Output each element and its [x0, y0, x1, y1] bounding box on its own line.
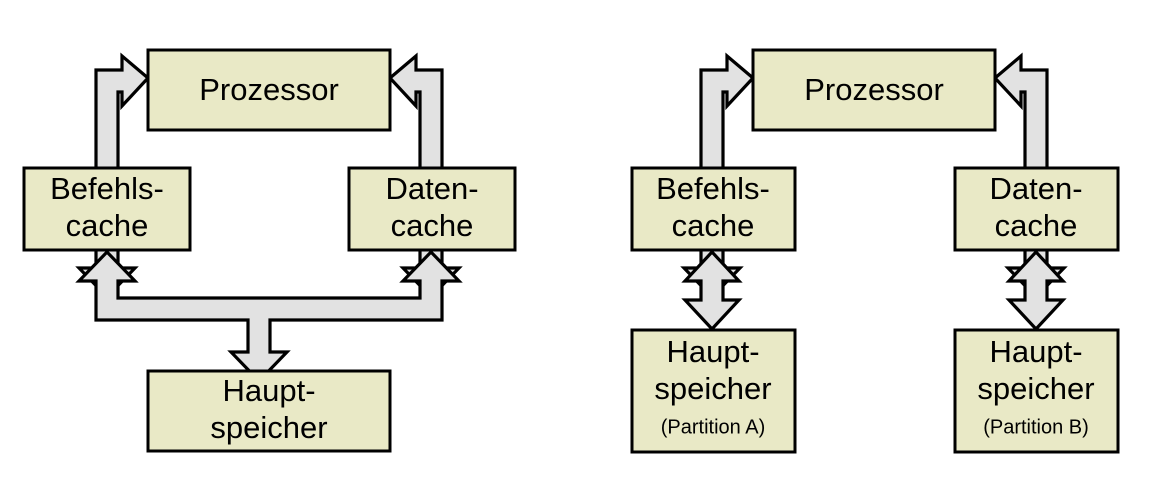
- node-data-cache-right: Daten- cache: [953, 166, 1120, 252]
- node-main-memory-left-box: [146, 369, 392, 453]
- node-processor-right-box: [751, 48, 997, 132]
- node-processor-left-label: Prozessor: [199, 72, 339, 107]
- node-main-memory-partition-a-box: [630, 328, 797, 454]
- node-main-memory-partition-b-box: [953, 328, 1120, 454]
- node-data-cache-left: Daten- cache: [347, 166, 517, 252]
- node-data-cache-right-line2: cache: [995, 208, 1078, 243]
- node-main-memory-partition-b-line1: Haupt-: [989, 334, 1082, 369]
- arrow-data-cache-memory-b: [1005, 249, 1067, 332]
- node-main-memory-left-line1: Haupt-: [222, 373, 315, 408]
- arrow-instruction-cache-memory-a: [681, 249, 743, 332]
- node-processor-left-box: [146, 48, 392, 132]
- node-main-memory-left-line2: speicher: [210, 410, 327, 445]
- node-processor-right-label: Prozessor: [804, 72, 944, 107]
- node-data-cache-right-box: [953, 166, 1120, 252]
- node-instruction-cache-right-line1: Befehls-: [656, 171, 770, 206]
- diagram-harvard-shared-memory: Prozessor Befehls- cache Daten- cache Ha…: [22, 48, 517, 453]
- arrow-main-memory-to-caches: [75, 249, 463, 384]
- node-processor-right: Prozessor: [751, 48, 997, 132]
- node-main-memory-left: Haupt- speicher: [146, 369, 392, 453]
- node-main-memory-partition-a-line3: (Partition A): [661, 416, 765, 438]
- node-instruction-cache-right: Befehls- cache: [630, 166, 797, 252]
- node-main-memory-partition-a: Haupt- speicher (Partition A): [630, 328, 797, 454]
- node-data-cache-left-box: [347, 166, 517, 252]
- node-data-cache-left-line2: cache: [391, 208, 474, 243]
- node-main-memory-partition-a-line2: speicher: [654, 371, 771, 406]
- node-instruction-cache-right-box: [630, 166, 797, 252]
- node-processor-left: Prozessor: [146, 48, 392, 132]
- node-data-cache-right-line1: Daten-: [989, 171, 1082, 206]
- node-main-memory-partition-b-line3: (Partition B): [983, 416, 1089, 438]
- node-main-memory-partition-a-line1: Haupt-: [666, 334, 759, 369]
- node-data-cache-left-line1: Daten-: [385, 171, 478, 206]
- node-instruction-cache-right-line2: cache: [672, 208, 755, 243]
- diagram-harvard-partitioned-memory: Prozessor Befehls- cache Daten- cache Ha…: [630, 48, 1120, 454]
- node-instruction-cache-left-line2: cache: [66, 208, 149, 243]
- node-instruction-cache-left-line1: Befehls-: [50, 171, 164, 206]
- node-instruction-cache-left: Befehls- cache: [22, 166, 192, 252]
- node-main-memory-partition-b-line2: speicher: [977, 371, 1094, 406]
- node-instruction-cache-left-box: [22, 166, 192, 252]
- node-main-memory-partition-b: Haupt- speicher (Partition B): [953, 328, 1120, 454]
